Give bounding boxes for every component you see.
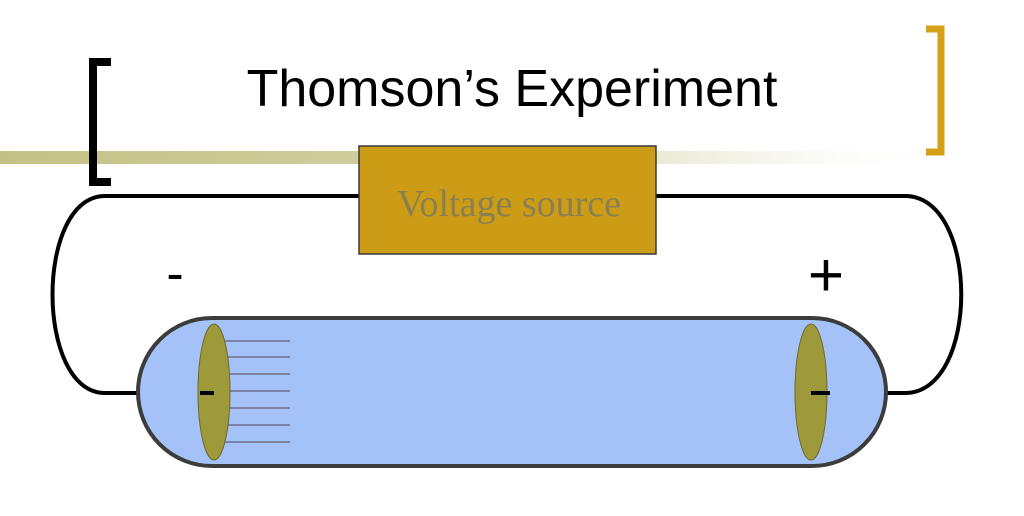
right-wire	[656, 194, 964, 395]
left-wire	[50, 194, 359, 395]
left-bracket	[89, 58, 111, 186]
cathode-ray-tube	[136, 316, 888, 468]
right-bracket	[926, 25, 945, 156]
anode-sign: +	[808, 241, 844, 310]
voltage-source-label: Voltage source	[397, 183, 621, 225]
voltage-source-box	[358, 145, 657, 255]
slide-title: Thomson’s Experiment	[247, 60, 778, 118]
cathode-sign: -	[166, 245, 183, 303]
